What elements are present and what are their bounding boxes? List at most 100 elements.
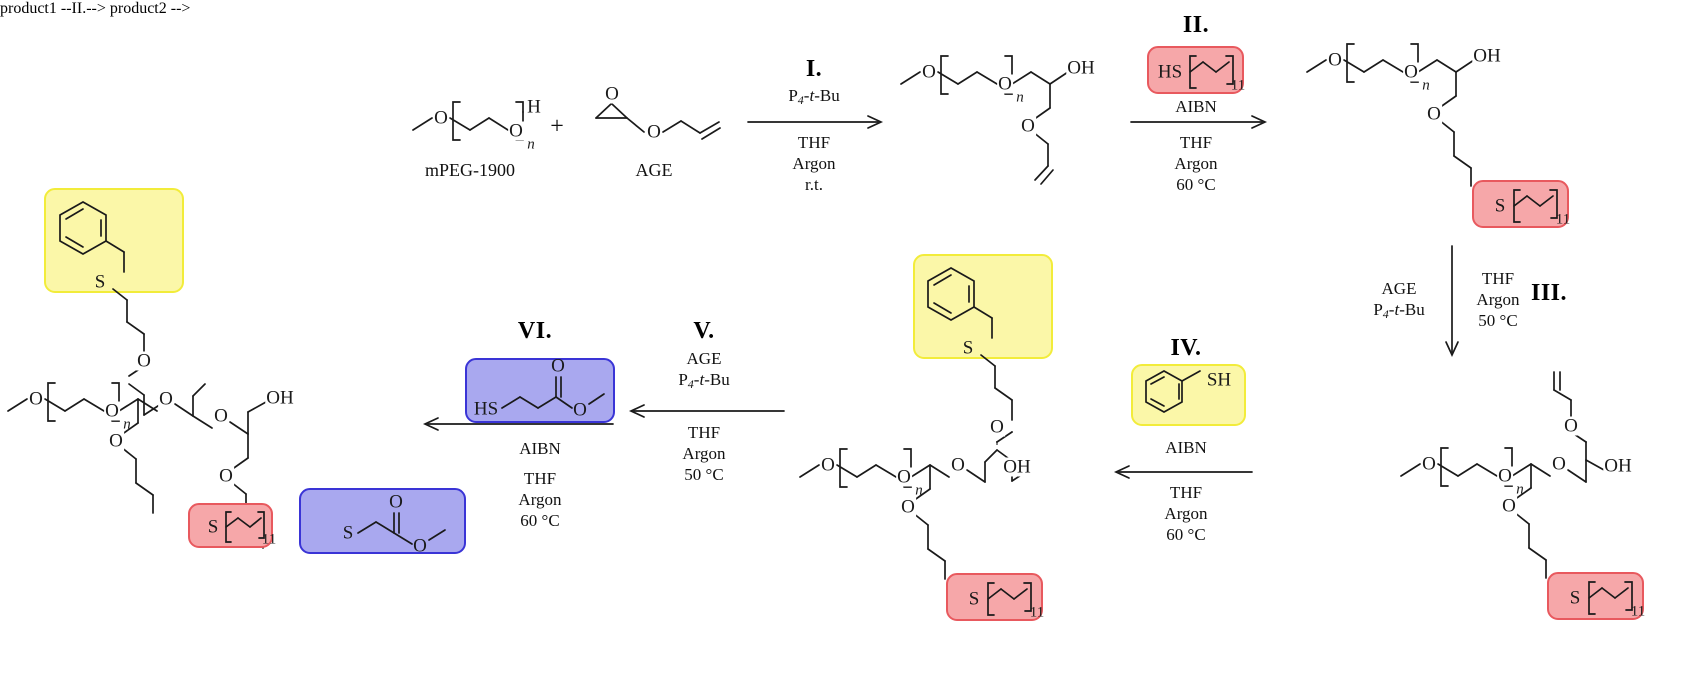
atom-o: O [158, 388, 174, 410]
atom-o: O [433, 107, 449, 129]
atom-s: S [207, 516, 219, 538]
step-IV-initiator: AIBN [1165, 438, 1207, 457]
atom-o: O [604, 83, 620, 105]
atom-s: S [962, 337, 974, 359]
repeat-count-11: 11 [1029, 604, 1045, 621]
atom-o: O [389, 491, 403, 513]
atom-hs: HS [473, 398, 499, 420]
cond-line: AGE [1381, 279, 1417, 298]
atom-o: O [1327, 49, 1343, 71]
repeat-index-n: n [527, 136, 535, 153]
step-II-conditions: THF Argon 60 °C [1174, 132, 1217, 195]
cond-line: AGE [686, 349, 722, 368]
atom-o: O [136, 350, 152, 372]
atom-o: O [508, 120, 524, 142]
step-I-reagent: P4-t-Bu [788, 86, 840, 107]
compound-label-age: AGE [635, 160, 673, 180]
atom-o: O [896, 466, 912, 488]
atom-s: S [968, 588, 980, 610]
step-III-conditions-right: THF Argon 50 °C [1476, 268, 1519, 331]
repeat-index-n: n [1016, 89, 1024, 106]
step-numeral-IV: IV. [1170, 335, 1202, 361]
reagent-box-benzyl-mercaptan [1131, 364, 1246, 426]
cond-line: THF [1481, 269, 1515, 288]
cond-line: Argon [1164, 504, 1208, 523]
atom-o: O [997, 73, 1013, 95]
atom-o: O [1403, 61, 1419, 83]
step-VI-conditions: THF Argon 60 °C [518, 468, 561, 531]
cond-line: THF [797, 133, 831, 152]
highlight-benzylthio [44, 188, 184, 293]
highlight-dodecyl-chain [946, 573, 1043, 621]
repeat-index-n: n [1422, 77, 1430, 94]
compound-label-mpeg: mPEG-1900 [425, 160, 515, 180]
cond-line: THF [1169, 483, 1203, 502]
atom-o: O [218, 465, 234, 487]
atom-o: O [213, 405, 229, 427]
repeat-index-n: n [915, 482, 923, 499]
atom-o: O [989, 416, 1005, 438]
repeat-count-11: 11 [1230, 77, 1246, 94]
atom-o: O [108, 430, 124, 452]
highlight-mercaptopropionate [299, 488, 466, 554]
step-numeral-III: III. [1530, 280, 1568, 306]
cond-line: r.t. [805, 175, 823, 194]
atom-o: O [1426, 103, 1442, 125]
atom-o: O [921, 61, 937, 83]
atom-o: O [573, 399, 587, 421]
atom-o: O [551, 355, 565, 377]
repeat-index-n: n [1516, 481, 1524, 498]
reagent-box-methyl-mercaptopropionate [465, 358, 615, 423]
atom-oh: OH [1603, 455, 1633, 477]
highlight-dodecyl-chain [1472, 180, 1569, 228]
atom-s: S [1494, 195, 1506, 217]
cond-line: 50 °C [1478, 311, 1518, 330]
step-numeral-V: V. [693, 318, 715, 344]
reagent-box-dodecanethiol [1147, 46, 1244, 94]
cond-line: Argon [1174, 154, 1218, 173]
atom-oh: OH [1066, 57, 1096, 79]
step-II-reagent-initiator: AIBN [1175, 97, 1217, 116]
atom-o: O [1497, 465, 1513, 487]
atom-oh: OH [265, 387, 295, 409]
atom-oh: OH [1472, 45, 1502, 67]
step-I-conditions: THF Argon r.t. [792, 132, 835, 195]
atom-o: O [413, 535, 427, 557]
atom-h: H [526, 96, 542, 118]
atom-oh: OH [1002, 456, 1032, 478]
cond-line: THF [523, 469, 557, 488]
atom-o: O [950, 454, 966, 476]
atom-o: O [1551, 453, 1567, 475]
atom-o: O [1563, 415, 1579, 437]
repeat-count-11: 11 [1630, 603, 1646, 620]
step-numeral-II: II. [1182, 12, 1210, 38]
atom-o: O [1020, 115, 1036, 137]
repeat-count-11: 11 [261, 531, 277, 548]
atom-o: O [1501, 495, 1517, 517]
highlight-benzylthio [913, 254, 1053, 359]
step-numeral-VI: VI. [517, 318, 553, 344]
step-III-reagents-left: AGE P4-t-Bu [1373, 279, 1425, 321]
cond-line: 50 °C [684, 465, 724, 484]
atom-o: O [646, 121, 662, 143]
atom-o: O [820, 454, 836, 476]
cond-line: Argon [682, 444, 726, 463]
cond-line: 60 °C [1166, 525, 1206, 544]
atom-o: O [104, 400, 120, 422]
